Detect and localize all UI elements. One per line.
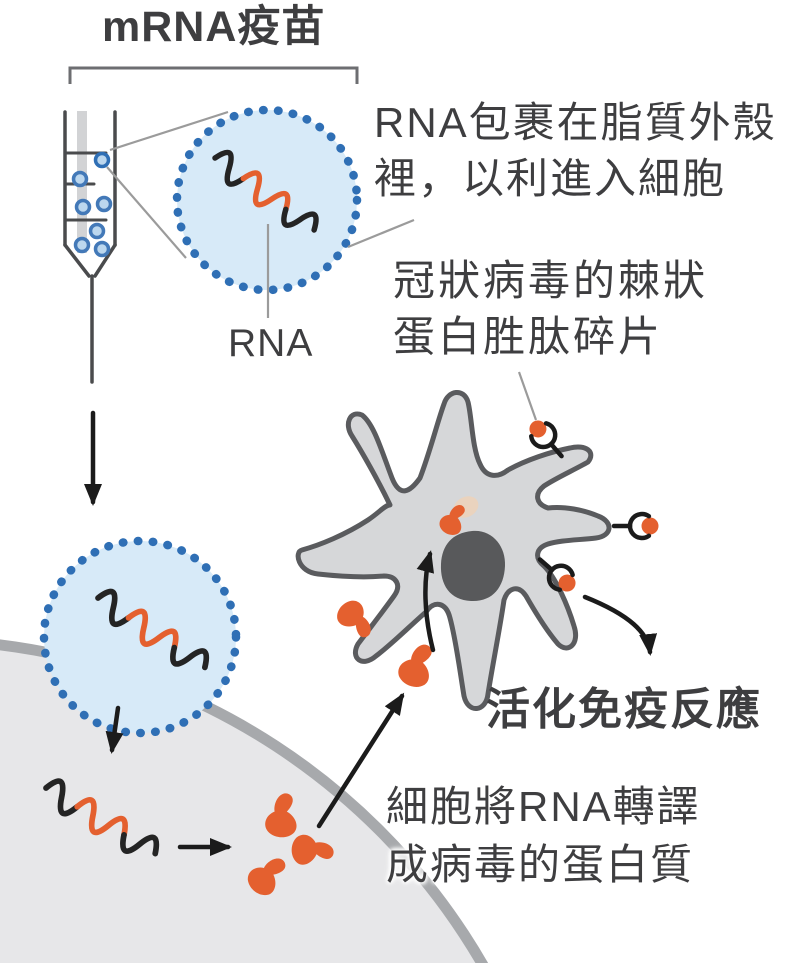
receptor-icon-right xyxy=(614,514,659,538)
dendritic-nucleus xyxy=(440,530,506,602)
arrow-presentation xyxy=(416,550,436,653)
label-lipid-shell-line2: 裡，以利進入細胞 xyxy=(374,155,727,202)
label-lipid-shell-line1: RNA包裹在脂質外殼 xyxy=(374,99,777,146)
title-bracket xyxy=(68,66,359,84)
arrow-export xyxy=(316,692,405,829)
label-spike-line2: 蛋白胜肽碎片 xyxy=(393,313,664,360)
syringe-icon xyxy=(63,110,117,384)
magnifier-lines xyxy=(106,110,229,259)
shell-pointer-line xyxy=(347,218,415,249)
process-arrows xyxy=(84,410,658,856)
lipid-particles xyxy=(71,151,113,258)
spike-pointer-line xyxy=(517,371,538,421)
label-translate-line2: 成病毒的蛋白質 xyxy=(386,841,695,888)
label-rna: RNA xyxy=(228,322,314,365)
arrow-immune xyxy=(582,594,658,656)
label-translate-line1: 細胞將RNA轉譯 xyxy=(386,783,701,830)
arrow-release xyxy=(105,705,124,754)
label-activate-immune: 活化免疫反應 xyxy=(486,685,762,734)
diagram-title: mRNA疫苗 xyxy=(102,3,326,51)
label-spike-line1: 冠狀病毒的棘狀 xyxy=(393,257,709,304)
